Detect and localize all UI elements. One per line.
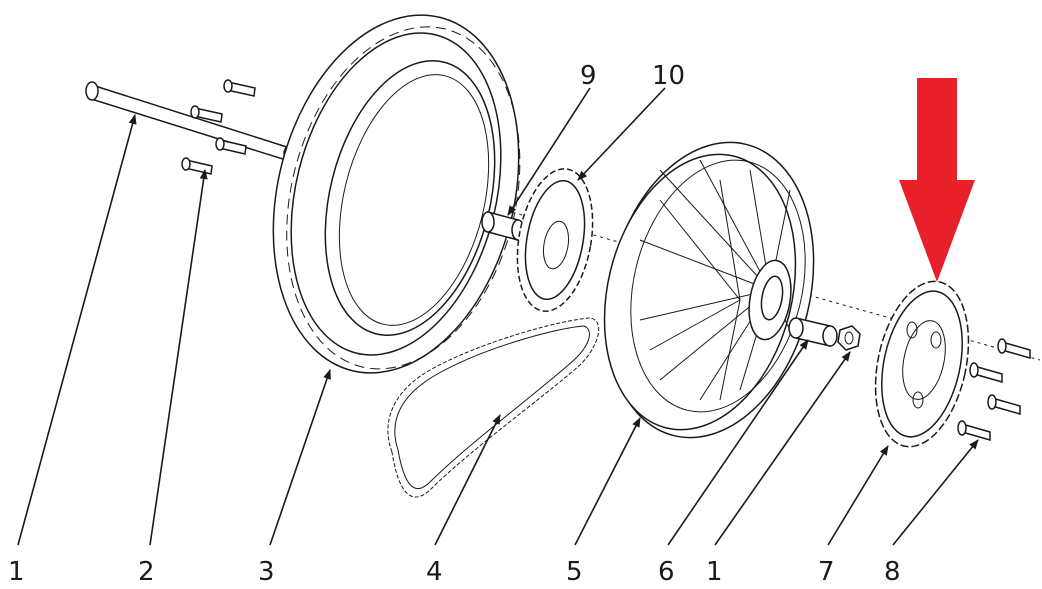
callout-2-pins: 2	[138, 557, 155, 587]
axle	[85, 81, 293, 162]
pins	[181, 79, 256, 175]
callout-labels: 1 2 3 4 5 6 1 7 8 9 10	[8, 61, 901, 587]
callout-10-sprocket: 10	[652, 61, 685, 91]
axle-nut	[837, 325, 861, 351]
callout-7-brake-disc: 7	[818, 557, 835, 587]
callout-1-axle: 1	[8, 557, 25, 587]
hub-spacer	[788, 317, 838, 347]
callout-9-spacer: 9	[580, 61, 597, 91]
disc-bolts	[957, 338, 1031, 441]
wheel-rim	[603, 141, 815, 439]
leader-lines	[17, 87, 979, 546]
callout-6-spacer: 6	[658, 557, 675, 587]
sprocket	[516, 168, 594, 312]
callout-3-tire: 3	[258, 557, 275, 587]
tire	[272, 14, 521, 374]
callout-4-chain: 4	[426, 557, 443, 587]
callout-1-nut: 1	[706, 557, 723, 587]
chain	[387, 317, 600, 498]
callout-5-rim: 5	[566, 557, 583, 587]
brake-disc	[874, 280, 970, 448]
highlight-arrow	[899, 78, 975, 282]
callout-8-disc-bolts: 8	[884, 557, 901, 587]
